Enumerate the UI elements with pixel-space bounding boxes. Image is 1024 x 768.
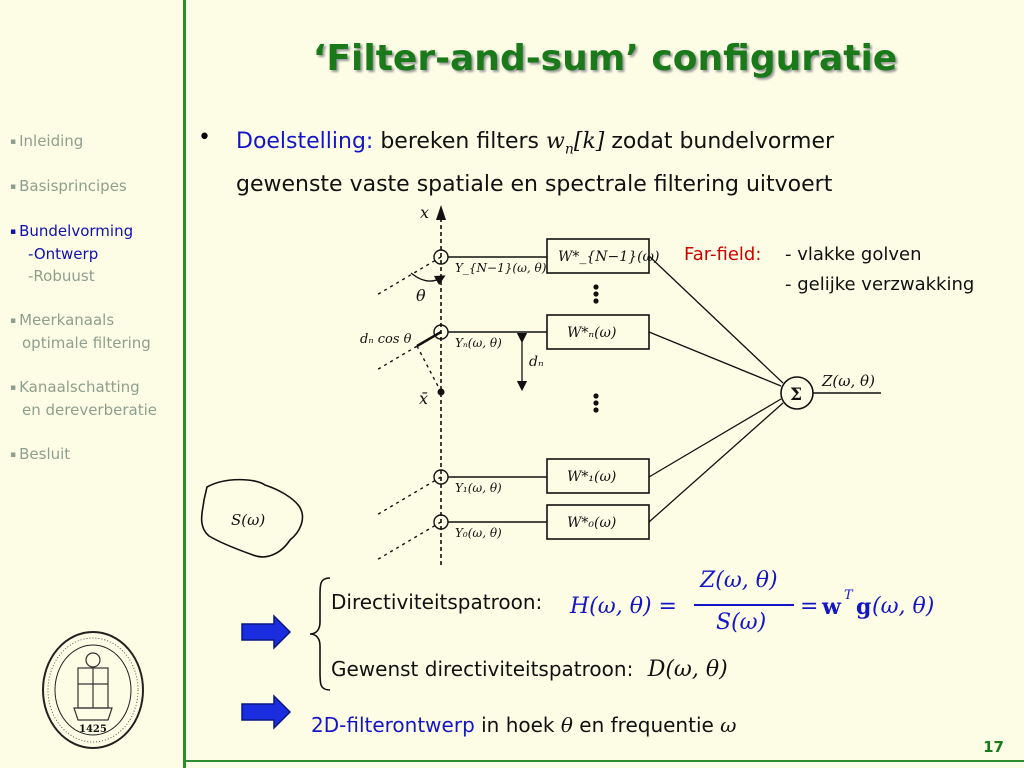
sidebar-divider bbox=[183, 0, 186, 768]
nav-item-label-cont: en dereverberatie bbox=[22, 401, 157, 419]
ontwerp-mid: in hoek bbox=[481, 713, 555, 737]
nav-item-label: Kanaalschatting bbox=[19, 378, 140, 396]
axis-arrow-icon bbox=[436, 205, 446, 220]
wavefront-rays bbox=[374, 256, 442, 562]
nav-item-basisprincipes[interactable]: ▪Basisprincipes bbox=[10, 175, 180, 198]
spacing-formula-label: dₙ cos θ bbox=[360, 332, 412, 347]
filter-label: W*₁(ω) bbox=[567, 469, 616, 485]
signal-label: Yₙ(ω, θ) bbox=[455, 336, 502, 350]
ontwerp-mid2: en frequentie bbox=[579, 713, 714, 737]
arrow-right-icon bbox=[241, 614, 292, 650]
formula-denominator: S(ω) bbox=[716, 610, 767, 635]
nav-item-label: Basisprincipes bbox=[19, 177, 127, 195]
filter-label: W*₀(ω) bbox=[567, 515, 616, 531]
axis-x-label: x bbox=[420, 203, 429, 222]
source-label: S(ω) bbox=[231, 511, 265, 529]
path-difference bbox=[416, 330, 442, 348]
page-number: 17 bbox=[983, 738, 1004, 756]
formula-g: g bbox=[856, 594, 872, 620]
seal-year: 1425 bbox=[79, 724, 107, 735]
nav-item-label: Besluit bbox=[19, 445, 71, 463]
filter-symbol: wn[k] bbox=[546, 129, 605, 158]
theta-symbol: θ bbox=[560, 713, 573, 737]
filter-and-sum-diagram: x x̄ θ dₙ cos θ dₙ Y_{N−1}(ω, θ) Yₙ(ω, θ… bbox=[200, 203, 881, 565]
bullet-icon: ▪ bbox=[10, 383, 17, 393]
bullet-icon: ▪ bbox=[10, 316, 17, 326]
nav-subitem-ontwerp[interactable]: -Ontwerp bbox=[28, 245, 99, 263]
sum-inputs bbox=[648, 255, 784, 523]
sum-icon: Σ bbox=[790, 385, 802, 405]
nav-item-kanaalschatting[interactable]: ▪Kanaalschatting en dereverberatie bbox=[10, 376, 180, 421]
farfield-item: - vlakke golven bbox=[785, 244, 922, 265]
filter-label: W*ₙ(ω) bbox=[567, 325, 616, 341]
university-seal-icon: 1425 bbox=[42, 631, 144, 749]
bullet-line2: gewenste vaste spatiale en spectrale fil… bbox=[236, 172, 833, 198]
slide-title: ‘Filter-and-sum’ configuratie bbox=[312, 38, 898, 79]
ontwerp-lead: 2D-filterontwerp bbox=[311, 713, 475, 737]
directiviteit-label: Directiviteitspatroon: bbox=[331, 590, 543, 614]
signal-label: Y₁(ω, θ) bbox=[455, 481, 502, 495]
bullet-text-after: zodat bundelvormer bbox=[611, 129, 835, 154]
bullet-dot: • bbox=[198, 125, 211, 150]
nav-item-meerkanaals[interactable]: ▪Meerkanaals optimale filtering bbox=[10, 309, 180, 354]
nav-item-label: Meerkanaals bbox=[19, 311, 115, 329]
arrow-group bbox=[241, 614, 292, 730]
bullet-text: Doelstelling: bereken filters wn[k] zoda… bbox=[198, 124, 1024, 203]
brace-icon bbox=[309, 577, 331, 691]
arrow-right-icon bbox=[241, 694, 292, 730]
formula-sup: T bbox=[844, 588, 853, 603]
formula-lhs: H(ω, θ) = bbox=[570, 594, 677, 619]
source-region bbox=[200, 478, 304, 558]
gewenst-formula: D(ω, θ) bbox=[647, 657, 728, 682]
bullet-icon: ▪ bbox=[10, 450, 17, 460]
bullet-lead: Doelstelling: bbox=[236, 129, 374, 154]
nav-item-besluit[interactable]: ▪Besluit bbox=[10, 443, 180, 466]
gewenst-label: Gewenst directiviteitspatroon: D(ω, θ) bbox=[331, 657, 728, 682]
bullet-icon: ▪ bbox=[10, 137, 17, 147]
farfield-item: - gelijke verzwakking bbox=[785, 274, 975, 295]
nav-item-bundelvorming[interactable]: ▪Bundelvorming -Ontwerp -Robuust bbox=[10, 220, 180, 287]
angle-arc bbox=[410, 272, 446, 286]
nav-item-inleiding[interactable]: ▪Inleiding bbox=[10, 130, 180, 153]
sidebar-nav: ▪Inleiding ▪Basisprincipes ▪Bundelvormin… bbox=[10, 130, 180, 488]
ellipsis-icon bbox=[593, 284, 599, 413]
nav-item-label: Inleiding bbox=[19, 132, 84, 150]
formula-numerator: Z(ω, θ) bbox=[700, 568, 778, 593]
bullet-icon: ▪ bbox=[10, 182, 17, 192]
axis-xbar-label: x̄ bbox=[419, 389, 428, 408]
signal-label: Y₀(ω, θ) bbox=[455, 526, 502, 540]
formula-w: w bbox=[822, 594, 841, 620]
formula-args: (ω, θ) bbox=[872, 594, 935, 619]
omega-symbol: ω bbox=[720, 713, 737, 737]
bullet-icon: ▪ bbox=[10, 227, 17, 237]
output-label: Z(ω, θ) bbox=[821, 372, 875, 390]
formula-eq: = bbox=[800, 594, 819, 619]
filter-label: W*_{N−1}(ω) bbox=[558, 249, 659, 265]
nav-item-label-cont: optimale filtering bbox=[22, 334, 151, 352]
nav-subitem-robuust[interactable]: -Robuust bbox=[28, 267, 95, 285]
nav-item-label: Bundelvorming bbox=[19, 222, 134, 240]
filter-boxes bbox=[546, 238, 650, 540]
angle-label: θ bbox=[416, 286, 426, 305]
spacing-label: dₙ bbox=[529, 354, 544, 370]
bullet-text-before: bereken filters bbox=[380, 129, 539, 154]
signal-lines bbox=[448, 256, 547, 523]
ontwerp-note: 2D-filterontwerp in hoek θ en frequentie… bbox=[311, 713, 736, 737]
footer-divider bbox=[186, 760, 1024, 762]
gewenst-text: Gewenst directiviteitspatroon: bbox=[331, 657, 634, 681]
farfield-label: Far-field: bbox=[684, 244, 762, 265]
fraction-bar bbox=[694, 604, 794, 606]
farfield-note: Far-field: - vlakke golven - gelijke ver… bbox=[684, 240, 974, 295]
signal-label: Y_{N−1}(ω, θ) bbox=[455, 261, 547, 275]
